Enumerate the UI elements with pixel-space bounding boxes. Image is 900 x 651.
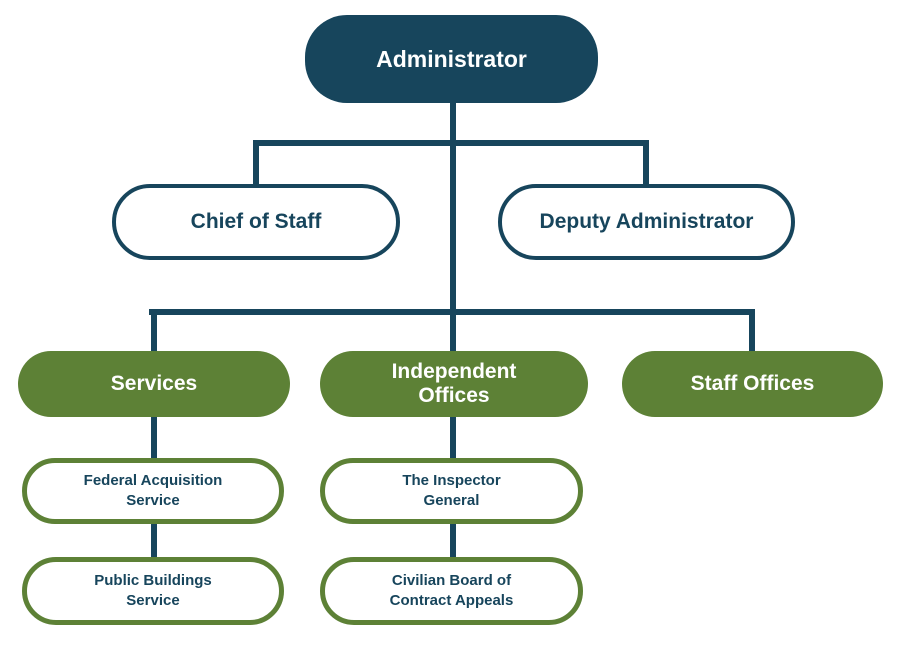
connector-fas-to-pbs [151,521,157,560]
connector-to-staff-offices [749,309,755,355]
node-deputy-administrator: Deputy Administrator [498,184,795,260]
connector-independent-to-inspector [450,417,456,461]
node-administrator: Administrator [305,15,598,103]
connector-level2-horizontal [253,140,649,146]
node-inspector-general: The Inspector General [320,458,583,524]
node-services: Services [18,351,290,417]
node-federal-acquisition-service: Federal Acquisition Service [22,458,284,524]
connector-administrator-down [450,103,456,315]
node-chief-of-staff: Chief of Staff [112,184,400,260]
connector-inspector-to-civilian-board [450,521,456,560]
connector-to-independent-offices [450,309,456,355]
node-public-buildings-service: Public Buildings Service [22,557,284,625]
node-staff-offices: Staff Offices [622,351,883,417]
connector-services-to-fas [151,417,157,461]
node-civilian-board-of-contract-appeals: Civilian Board of Contract Appeals [320,557,583,625]
connector-to-services [151,309,157,355]
connector-to-deputy-administrator [643,140,649,188]
connector-to-chief-of-staff [253,140,259,188]
node-independent-offices: Independent Offices [320,351,588,417]
